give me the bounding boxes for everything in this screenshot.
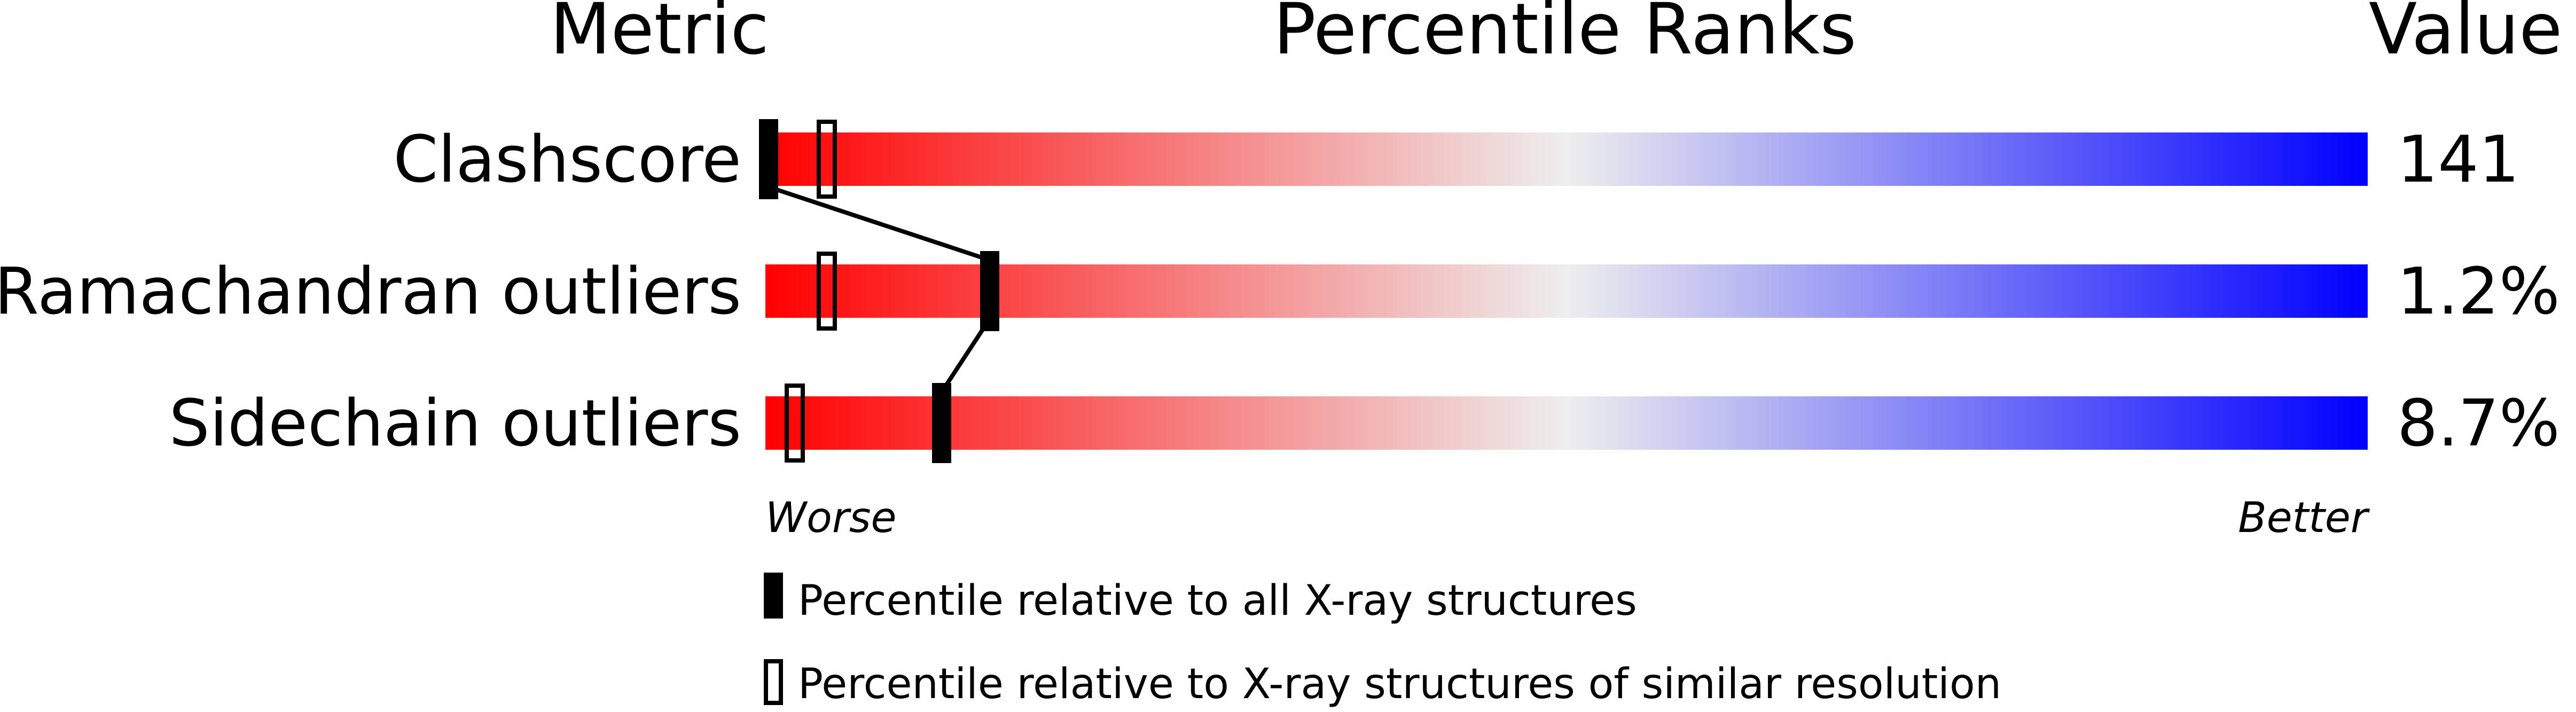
similar-resolution-marker-clashscore (817, 120, 837, 199)
all-structures-marker-clashscore (759, 119, 778, 199)
better-label: Better (2238, 494, 2370, 542)
percentile-bar-sidechain-outliers (765, 396, 2368, 450)
all-structures-marker-ramachandran-outliers (980, 251, 999, 331)
metric-label-ramachandran-outliers: Ramachandran outliers (0, 255, 741, 329)
similar-resolution-marker-ramachandran-outliers (817, 252, 837, 331)
value-label-sidechain-outliers: 8.7% (2397, 387, 2560, 461)
value-header: Value (2369, 0, 2562, 71)
worse-label: Worse (765, 494, 897, 542)
connector-lines (768, 185, 992, 394)
legend-similar-text: Percentile relative to X-ray structures … (798, 660, 2001, 708)
connector-line-2 (939, 317, 992, 394)
connector-line-1 (768, 185, 991, 262)
percentile-bar-clashscore (765, 132, 2368, 186)
similar-resolution-marker-sidechain-outliers (785, 384, 805, 463)
value-label-ramachandran-outliers: 1.2% (2397, 255, 2560, 329)
metric-header: Metric (550, 0, 769, 71)
percentile-header: Percentile Ranks (1273, 0, 1857, 71)
all-structures-marker-sidechain-outliers (932, 383, 951, 463)
metric-label-sidechain-outliers: Sidechain outliers (169, 387, 741, 461)
value-label-clashscore: 141 (2397, 123, 2519, 197)
percentile-bar-ramachandran-outliers (765, 264, 2368, 318)
legend-similar-marker (764, 659, 783, 705)
metric-label-clashscore: Clashscore (393, 123, 741, 197)
legend-all-text: Percentile relative to all X-ray structu… (798, 577, 1637, 625)
legend-all-marker (764, 573, 783, 619)
